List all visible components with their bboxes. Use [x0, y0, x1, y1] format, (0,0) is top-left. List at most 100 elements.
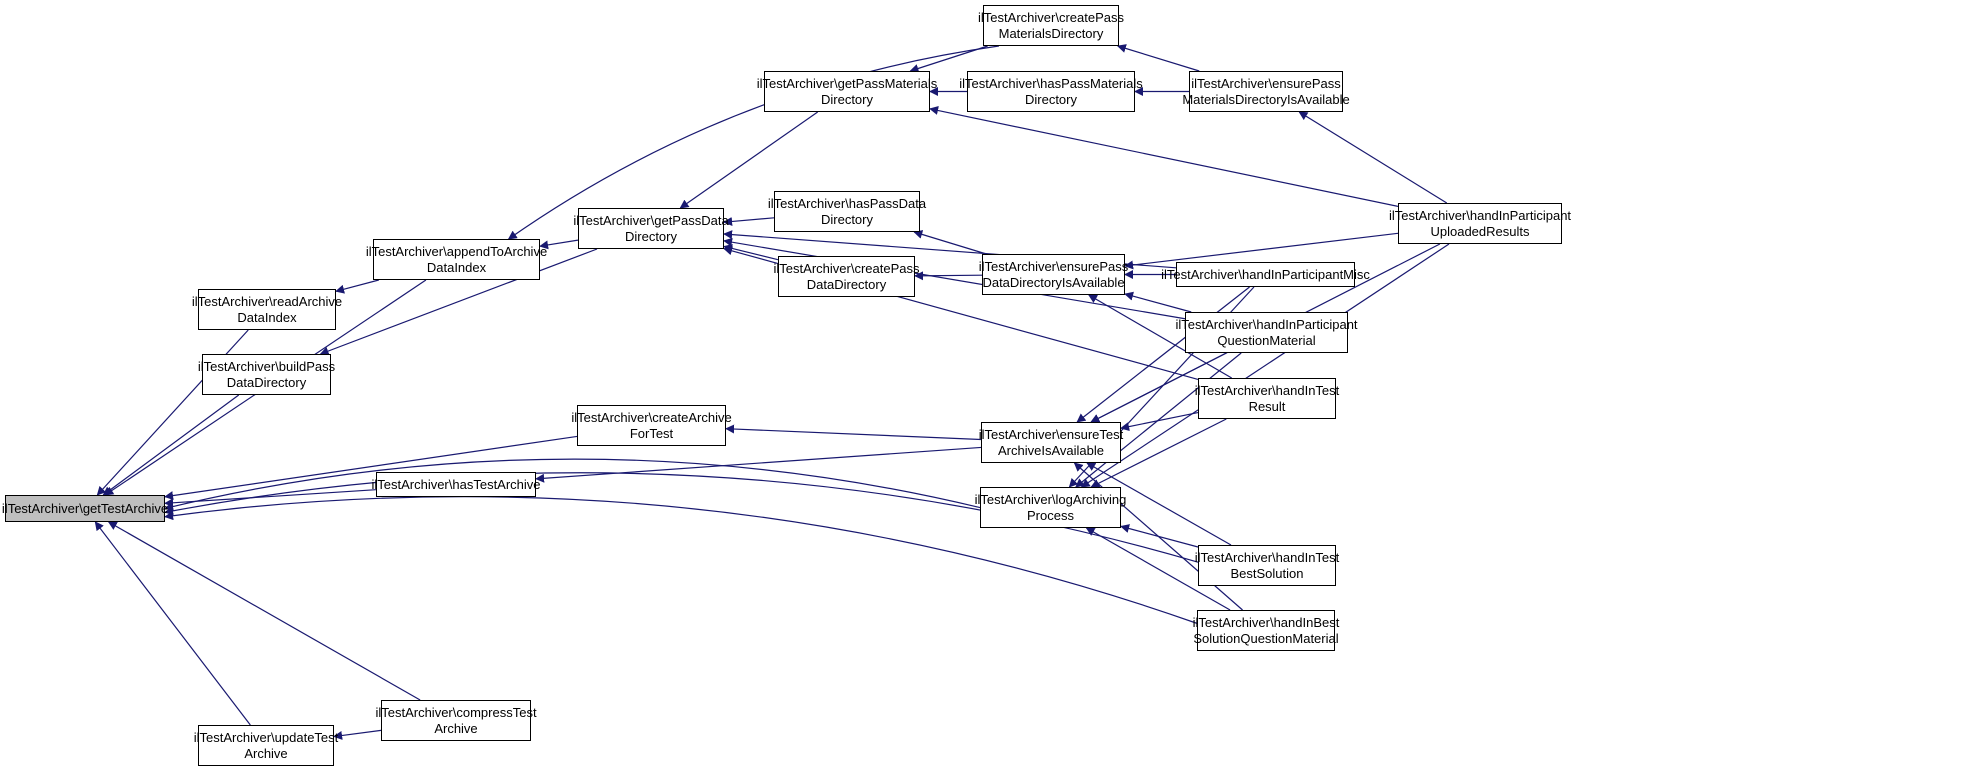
edge-updateTestArchive-to-getTestArchive [94, 521, 251, 726]
edge-hasTestArchive-to-getTestArchive [164, 489, 377, 508]
edge-ensureTestArchiveIsAvailable-to-createArchiveForTest [725, 424, 982, 441]
edge-ensureTestArchiveIsAvailable-to-hasTestArchive [535, 446, 982, 483]
node-label-line: Result [1248, 398, 1286, 414]
node-label-line: QuestionMaterial [1217, 332, 1316, 348]
node-label-line: ArchiveIsAvailable [998, 442, 1104, 458]
edge-hasPassDataDirectory-to-getPassDataDirectory [723, 216, 775, 226]
node-hand-in-participant-misc[interactable]: ilTestArchiver\handInParticipantMisc [1161, 262, 1370, 287]
edge-handInParticipantUploadedResults-to-ensurePassMaterialsDirectoryIsAvailable [1298, 111, 1448, 204]
node-has-test-archive[interactable]: ilTestArchiver\hasTestArchive [371, 472, 541, 497]
node-get-test-archive[interactable]: ilTestArchiver\getTestArchive [1, 495, 169, 522]
edge-getPassDataDirectory-to-buildPassDataDirectory [319, 248, 598, 356]
node-label-line: ilTestArchiver\handInParticipant [1175, 316, 1358, 332]
edge-buildPassDataDirectory-to-getTestArchive [102, 394, 240, 496]
node-label-line: ilTestArchiver\handInBest [1192, 614, 1340, 630]
node-label-line: ilTestArchiver\handInParticipant [1388, 207, 1572, 223]
edge-handInParticipantQuestionMaterial-to-ensurePassDataDirectoryIsAvailable [1124, 291, 1192, 313]
edge-handInParticipantUploadedResults-to-ensurePassDataDirectoryIsAvailable [1124, 232, 1399, 270]
edge-ensurePassDataDirectoryIsAvailable-to-hasPassDataDirectory [913, 230, 987, 255]
edge-handInBestSolutionQuestionMaterial-to-logArchivingProcess [1085, 527, 1231, 611]
node-label-line: Archive [434, 720, 478, 736]
node-label-line: ilTestArchiver\ensureTest [978, 426, 1124, 442]
edge-createPassMaterialsDirectory-to-getPassMaterialsDirectory [909, 45, 988, 73]
edge-handInTestResult-to-ensurePassDataDirectoryIsAvailable [1088, 294, 1233, 379]
node-label-line: Directory [1024, 91, 1077, 107]
node-label-line: ilTestArchiver\appendToArchive [365, 243, 548, 259]
edge-ensurePassDataDirectoryIsAvailable-to-createPassDataDirectory [914, 271, 983, 281]
node-label-line: Directory [820, 211, 873, 227]
node-label-line: ForTest [629, 425, 674, 441]
node-label-line: Archive [244, 745, 288, 761]
edge-readArchiveDataIndex-to-getTestArchive [96, 329, 249, 496]
node-label-line: ilTestArchiver\getPassMaterials [756, 75, 938, 91]
node-label-line: ilTestArchiver\handInParticipantMisc [1161, 266, 1370, 282]
node-label-line: ilTestArchiver\ensurePass [978, 258, 1129, 274]
node-label-line: DataDirectory [226, 374, 307, 390]
edge-handInTestResult-to-ensureTestArchiveIsAvailable [1120, 411, 1199, 432]
node-label-line: Process [1027, 507, 1074, 523]
node-label-line: ilTestArchiver\hasTestArchive [371, 476, 541, 492]
edge-handInParticipantQuestionMaterial-to-logArchivingProcess [1075, 352, 1242, 488]
node-label-line: DataDirectory [806, 276, 887, 292]
node-label-line: BestSolution [1230, 565, 1304, 581]
edge-getPassMaterialsDirectory-to-getPassDataDirectory [679, 111, 819, 209]
edge-compressTestArchive-to-getTestArchive [107, 521, 421, 701]
node-label-line: MaterialsDirectoryIsAvailable [1182, 91, 1350, 107]
edge-appendToArchiveDataIndex-to-readArchiveDataIndex [335, 279, 379, 294]
node-label-line: ilTestArchiver\getPassData [573, 212, 729, 228]
node-label-line: ilTestArchiver\handInTest [1194, 549, 1340, 565]
node-label-line: ilTestArchiver\hasPassData [767, 195, 927, 211]
node-label-line: ilTestArchiver\compressTest [375, 704, 537, 720]
edge-handInBestSolutionQuestionMaterial-to-getTestArchive [164, 496, 1198, 624]
edge-handInTestResult-to-logArchivingProcess [1090, 418, 1227, 488]
node-label-line: Directory [624, 228, 677, 244]
node-label-line: DataIndex [426, 259, 487, 275]
node-label-line: SolutionQuestionMaterial [1193, 630, 1339, 646]
node-label-line: ilTestArchiver\handInTest [1194, 382, 1340, 398]
node-label-line: ilTestArchiver\readArchive [191, 293, 343, 309]
edge-ensurePassMaterialsDirectoryIsAvailable-to-createPassMaterialsDirectory [1116, 44, 1200, 72]
node-label-line: ilTestArchiver\hasPassMaterials [959, 75, 1143, 91]
node-label-line: ilTestArchiver\createPass [773, 260, 920, 276]
edge-compressTestArchive-to-updateTestArchive [333, 729, 382, 740]
node-label-line: DataDirectoryIsAvailable [982, 274, 1125, 290]
edge-handInParticipantUploadedResults-to-getPassMaterialsDirectory [929, 106, 1399, 207]
edge-createPassMaterialsDirectory-to-appendToArchiveDataIndex [507, 45, 1000, 240]
edge-handInParticipantMisc-to-ensureTestArchiveIsAvailable [1076, 286, 1250, 423]
edge-handInParticipantQuestionMaterial-to-getPassDataDirectory [723, 237, 1186, 320]
node-label-line: ilTestArchiver\ensurePass [1191, 75, 1341, 91]
node-label-line: ilTestArchiver\createArchive [571, 409, 732, 425]
edge-handInTestBestSolution-to-logArchivingProcess [1120, 524, 1199, 548]
node-label-line: ilTestArchiver\createPass [978, 9, 1124, 25]
node-label-line: UploadedResults [1430, 223, 1530, 239]
node-label-line: ilTestArchiver\logArchiving [974, 491, 1127, 507]
node-label-line: ilTestArchiver\getTestArchive [1, 500, 169, 516]
edge-handInParticipantUploadedResults-to-logArchivingProcess [1080, 243, 1450, 488]
edge-logArchivingProcess-to-getTestArchive [164, 458, 981, 511]
edge-createArchiveForTest-to-getTestArchive [164, 435, 578, 501]
node-label-line: Directory [820, 91, 873, 107]
edge-getPassDataDirectory-to-appendToArchiveDataIndex [539, 239, 579, 250]
node-label-line: DataIndex [237, 309, 297, 325]
